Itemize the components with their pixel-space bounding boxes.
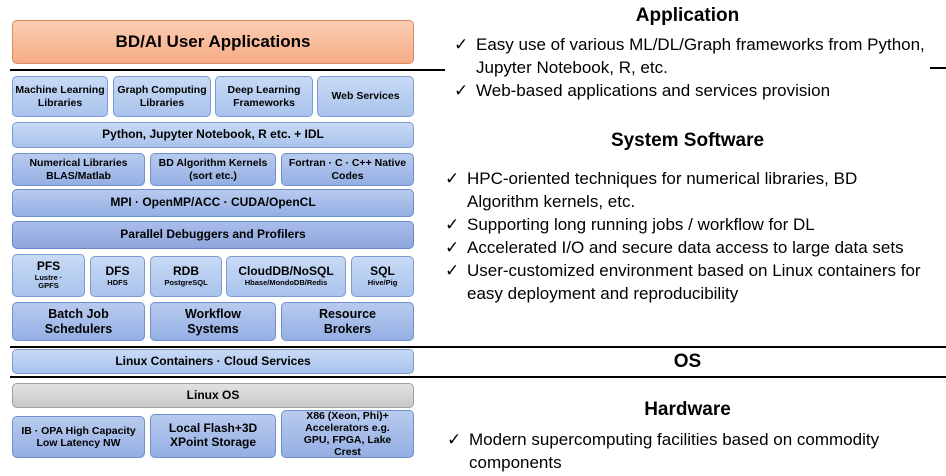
bullet-text: Web-based applications and services prov… — [476, 81, 831, 100]
web-services-box: Web Services — [317, 76, 414, 117]
debuggers-row-label: Parallel Debuggers and Profilers — [120, 227, 306, 242]
linux-os-label: Linux OS — [186, 387, 240, 402]
graph-libraries-box: Graph Computing Libraries — [113, 76, 211, 117]
linux-os-box: Linux OS — [12, 383, 414, 408]
bullet-text: User-customized environment based on Lin… — [467, 261, 921, 303]
check-icon: ✓ — [454, 35, 469, 54]
containers-row-label: Linux Containers · Cloud Services — [115, 353, 311, 368]
accelerators-label: X86 (Xeon, Phi)+ Accelerators e.g. GPU, … — [303, 409, 392, 459]
resource-brokers-box: Resource Brokers — [281, 302, 414, 341]
sql-box: SQL Hive/Pig — [351, 256, 414, 297]
clouddb-box: CloudDB/NoSQL Hbase/MondoDB/Redis — [226, 256, 346, 297]
rdb-label: RDB — [173, 264, 199, 279]
dfs-box: DFS HDFS — [90, 256, 145, 297]
system-software-bullets: ✓ HPC-oriented techniques for numerical l… — [445, 167, 930, 305]
separator-application — [10, 69, 445, 71]
pfs-box: PFS Lustre · GPFS — [12, 254, 85, 297]
check-icon: ✓ — [445, 215, 460, 234]
bullet-item: ✓ Web-based applications and services pro… — [454, 79, 934, 102]
bullet-text: HPC-oriented techniques for numerical li… — [467, 169, 858, 211]
bullet-text: Accelerated I/O and secure data access t… — [467, 238, 904, 257]
workflow-systems-box: Workflow Systems — [150, 302, 276, 341]
storage-box: Local Flash+3D XPoint Storage — [150, 414, 276, 458]
separator-os-top — [10, 346, 946, 348]
user-applications-box: BD/AI User Applications — [12, 20, 414, 64]
separator-application-right — [930, 67, 946, 69]
hardware-heading: Hardware — [644, 399, 731, 420]
batch-schedulers-label: Batch Job Schedulers — [44, 307, 113, 336]
bullet-item: ✓ Supporting long running jobs / workflow… — [445, 213, 930, 236]
python-row-label: Python, Jupyter Notebook, R etc. + IDL — [102, 127, 324, 142]
bullet-item: ✓ Modern supercomputing facilities based … — [447, 428, 937, 474]
dl-frameworks-label: Deep Learning Frameworks — [227, 84, 301, 109]
check-icon: ✓ — [445, 169, 460, 188]
application-heading: Application — [635, 5, 740, 26]
bullet-text: Easy use of various ML/DL/Graph framewor… — [476, 35, 925, 77]
sql-sub-label: Hive/Pig — [367, 278, 398, 288]
batch-schedulers-box: Batch Job Schedulers — [12, 302, 145, 341]
numerical-libraries-label: Numerical Libraries BLAS/Matlab — [29, 157, 128, 182]
python-row-box: Python, Jupyter Notebook, R etc. + IDL — [12, 122, 414, 148]
pfs-label: PFS — [36, 258, 61, 273]
bullet-item: ✓ Easy use of various ML/DL/Graph framewo… — [454, 33, 934, 79]
separator-os-bottom — [10, 376, 946, 378]
check-icon: ✓ — [454, 81, 469, 100]
web-services-label: Web Services — [331, 90, 400, 103]
ml-libraries-label: Machine Learning Libraries — [15, 84, 105, 109]
bullet-item: ✓ HPC-oriented techniques for numerical l… — [445, 167, 930, 213]
system-software-heading: System Software — [610, 130, 765, 151]
user-applications-label: BD/AI User Applications — [115, 32, 311, 52]
ml-libraries-box: Machine Learning Libraries — [12, 76, 108, 117]
check-icon: ✓ — [447, 430, 462, 449]
network-label: IB · OPA High Capacity Low Latency NW — [21, 424, 136, 449]
application-bullets: ✓ Easy use of various ML/DL/Graph framewo… — [454, 33, 934, 102]
numerical-libraries-box: Numerical Libraries BLAS/Matlab — [12, 153, 145, 186]
debuggers-row-box: Parallel Debuggers and Profilers — [12, 221, 414, 249]
bullet-text: Modern supercomputing facilities based o… — [469, 430, 880, 472]
pfs-sub-label: Lustre · GPFS — [34, 272, 63, 291]
storage-label: Local Flash+3D XPoint Storage — [168, 421, 258, 449]
accelerators-box: X86 (Xeon, Phi)+ Accelerators e.g. GPU, … — [281, 410, 414, 458]
dl-frameworks-box: Deep Learning Frameworks — [215, 76, 313, 117]
resource-brokers-label: Resource Brokers — [319, 307, 376, 336]
mpi-row-box: MPI · OpenMP/ACC · CUDA/OpenCL — [12, 189, 414, 217]
workflow-systems-label: Workflow Systems — [184, 307, 242, 336]
bullet-item: ✓ Accelerated I/O and secure data access … — [445, 236, 930, 259]
mpi-row-label: MPI · OpenMP/ACC · CUDA/OpenCL — [110, 195, 316, 210]
bullet-text: Supporting long running jobs / workflow … — [467, 215, 815, 234]
rdb-box: RDB PostgreSQL — [150, 256, 222, 297]
native-codes-box: Fortran · C · C++ Native Codes — [281, 153, 414, 186]
clouddb-label: CloudDB/NoSQL — [238, 264, 334, 279]
bd-algorithm-box: BD Algorithm Kernels (sort etc.) — [150, 153, 276, 186]
bullet-item: ✓ User-customized environment based on Li… — [445, 259, 930, 305]
network-box: IB · OPA High Capacity Low Latency NW — [12, 416, 145, 458]
native-codes-label: Fortran · C · C++ Native Codes — [288, 157, 407, 182]
clouddb-sub-label: Hbase/MondoDB/Redis — [244, 278, 328, 288]
bd-algorithm-label: BD Algorithm Kernels (sort etc.) — [158, 157, 268, 182]
containers-row-box: Linux Containers · Cloud Services — [12, 349, 414, 374]
dfs-sub-label: HDFS — [107, 278, 128, 288]
hardware-bullets: ✓ Modern supercomputing facilities based … — [447, 428, 937, 474]
dfs-label: DFS — [105, 264, 130, 279]
check-icon: ✓ — [445, 238, 460, 257]
check-icon: ✓ — [445, 261, 460, 280]
graph-libraries-label: Graph Computing Libraries — [117, 84, 207, 109]
os-heading: OS — [673, 351, 702, 372]
rdb-sub-label: PostgreSQL — [164, 278, 208, 288]
sql-label: SQL — [370, 264, 395, 279]
